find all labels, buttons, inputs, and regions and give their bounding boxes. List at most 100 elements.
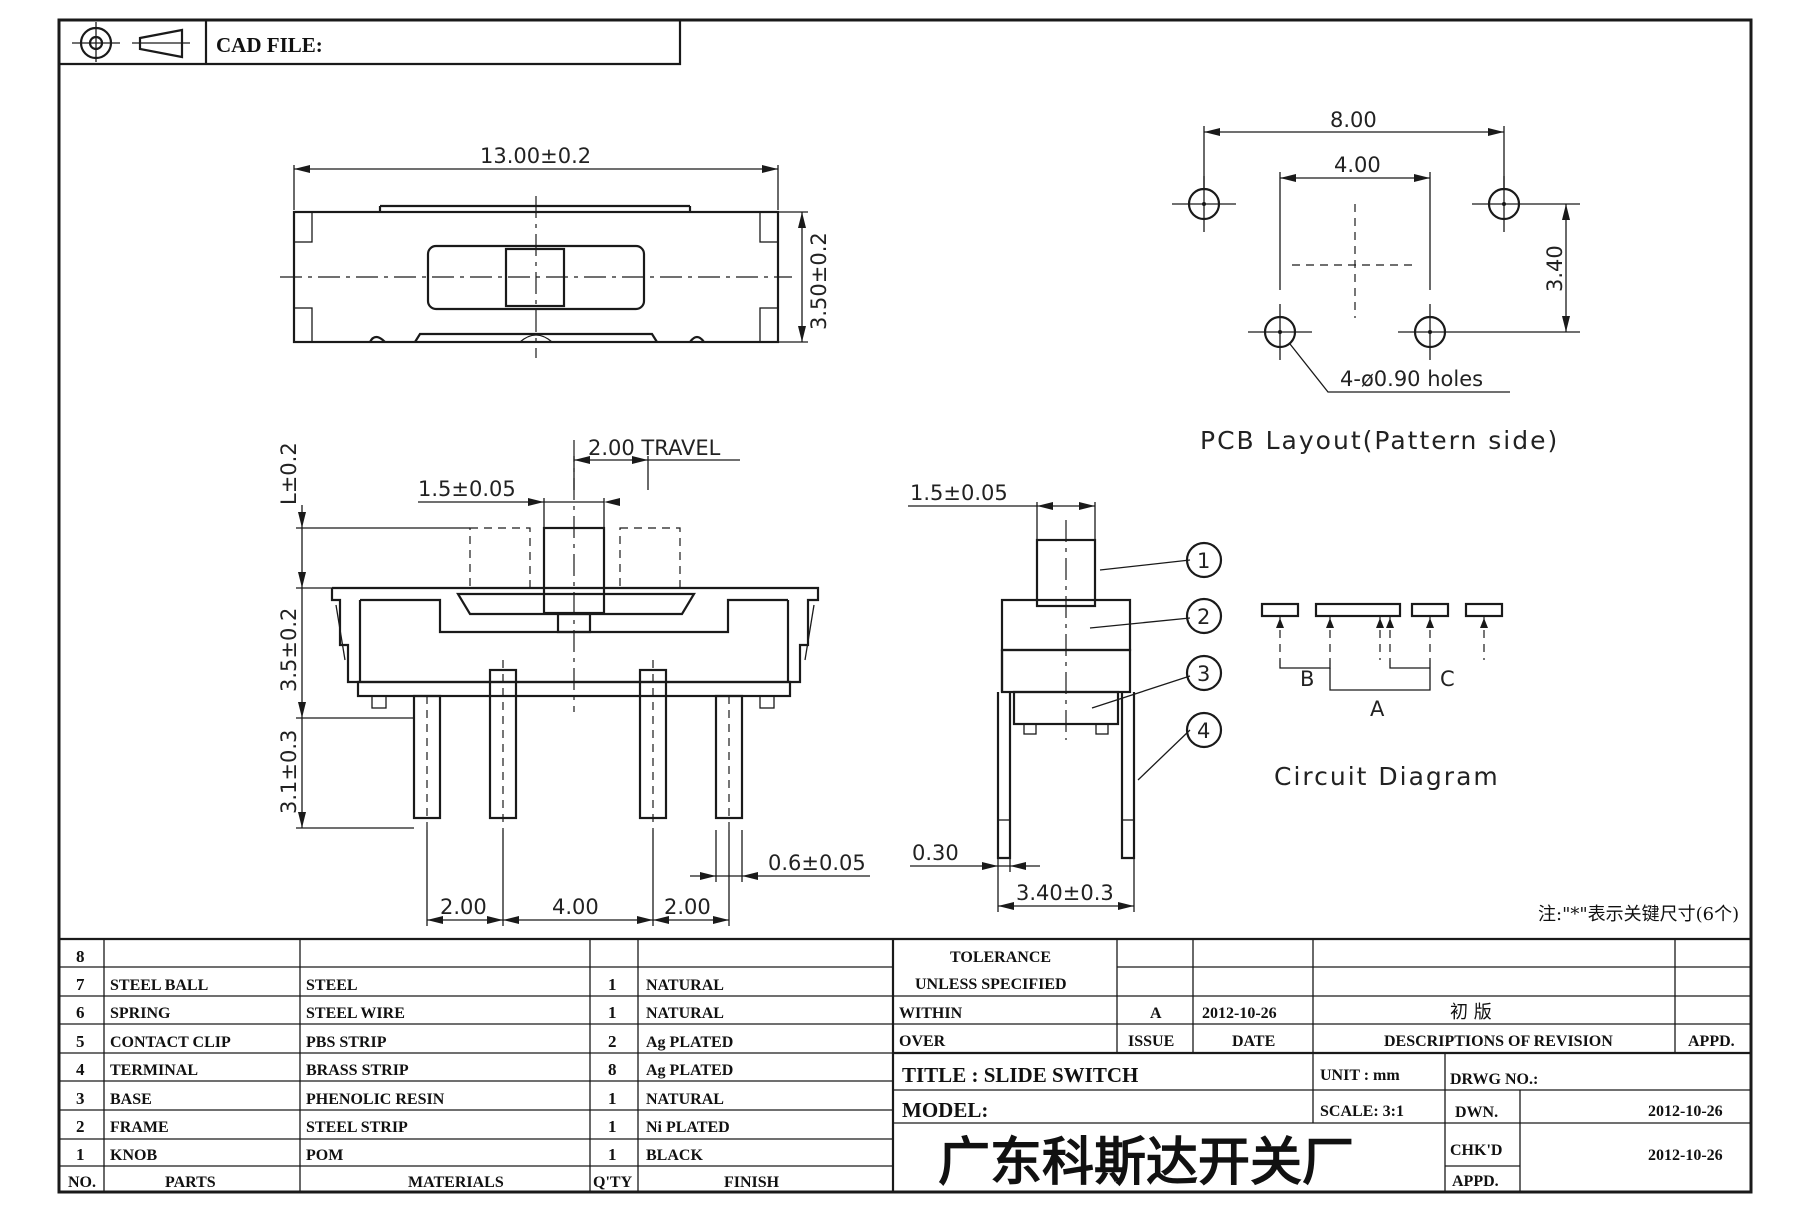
table-header: NO. PARTS MATERIALS Q'TY FINISH <box>68 1174 780 1191</box>
drawn-date: 2012-10-26 <box>1648 1103 1723 1120</box>
bom-table: 8 7 STEEL BALL STEEL 1 NATURAL 6 SPRING … <box>68 947 780 1191</box>
svg-text:NATURAL: NATURAL <box>646 977 724 994</box>
pcb-holes-note: 4-ø0.90 holes <box>1340 367 1483 391</box>
svg-text:POM: POM <box>306 1147 343 1164</box>
table-row: 4 TERMINAL BRASS STRIP 8 Ag PLATED <box>76 1060 733 1079</box>
svg-text:MATERIALS: MATERIALS <box>408 1174 504 1191</box>
title-block-grid <box>59 937 1751 1192</box>
front-knob-width: 1.5±0.05 <box>418 477 516 501</box>
callout-3: 3 <box>1185 654 1223 692</box>
svg-text:8: 8 <box>608 1060 617 1079</box>
svg-text:Ag PLATED: Ag PLATED <box>646 1034 733 1051</box>
svg-text:4: 4 <box>76 1060 85 1079</box>
table-row: 5 CONTACT CLIP PBS STRIP 2 Ag PLATED <box>76 1032 733 1051</box>
checked-date: 2012-10-26 <box>1648 1147 1723 1164</box>
front-view: 2.00 TRAVEL 1.5±0.05 <box>277 436 870 926</box>
top-width-dim: 13.00±0.2 <box>480 144 591 168</box>
pitch-left-dim: 2.00 <box>440 895 487 919</box>
revision-issue: A <box>1150 1005 1162 1022</box>
svg-text:Q'TY: Q'TY <box>593 1174 633 1191</box>
svg-text:PBS STRIP: PBS STRIP <box>306 1034 387 1051</box>
svg-text:2: 2 <box>608 1032 617 1051</box>
pcb-layout: 8.00 4.00 3.40 4-ø0.90 holes <box>1172 108 1580 455</box>
svg-text:1: 1 <box>608 975 617 994</box>
pin <box>714 694 744 830</box>
svg-text:STEEL STRIP: STEEL STRIP <box>306 1119 408 1136</box>
pin <box>488 660 518 830</box>
table-row: 7 STEEL BALL STEEL 1 NATURAL <box>76 975 724 994</box>
drawing-number-label: DRWG NO.: <box>1450 1071 1538 1088</box>
pitch-right-dim: 2.00 <box>664 895 711 919</box>
date-label: DATE <box>1232 1033 1275 1050</box>
svg-text:PHENOLIC RESIN: PHENOLIC RESIN <box>306 1091 445 1108</box>
header-box: CAD FILE: <box>59 20 682 66</box>
scale-label: SCALE: 3:1 <box>1320 1103 1404 1120</box>
svg-text:KNOB: KNOB <box>110 1147 157 1164</box>
svg-text:2: 2 <box>76 1117 85 1136</box>
svg-text:Ni PLATED: Ni PLATED <box>646 1119 730 1136</box>
svg-text:2: 2 <box>1197 605 1210 629</box>
approved-label: APPD. <box>1452 1173 1499 1190</box>
pcb-pitch-outer: 8.00 <box>1330 108 1377 132</box>
body-height-dim: 3.5±0.2 <box>277 608 301 692</box>
svg-text:SPRING: SPRING <box>110 1005 171 1022</box>
svg-text:CONTACT CLIP: CONTACT CLIP <box>110 1034 231 1051</box>
pitch-mid-dim: 4.00 <box>552 895 599 919</box>
svg-text:Ag PLATED: Ag PLATED <box>646 1062 733 1079</box>
table-row: 6 SPRING STEEL WIRE 1 NATURAL <box>76 1003 724 1022</box>
pcb-layout-title: PCB Layout(Pattern side) <box>1200 426 1559 455</box>
unit-label: UNIT : mm <box>1320 1067 1400 1084</box>
drawing-title: TITLE : SLIDE SWITCH <box>902 1063 1138 1087</box>
svg-text:6: 6 <box>76 1003 85 1022</box>
svg-text:FRAME: FRAME <box>110 1119 169 1136</box>
svg-text:STEEL BALL: STEEL BALL <box>110 977 208 994</box>
unless-specified-label: UNLESS SPECIFIED <box>915 976 1067 993</box>
svg-text:5: 5 <box>76 1032 85 1051</box>
top-height-dim: 3.50±0.2 <box>807 232 831 330</box>
svg-text:BLACK: BLACK <box>646 1147 703 1164</box>
pin-spread-dim: 3.40±0.3 <box>1016 881 1114 905</box>
projection-symbol-icon <box>72 22 190 62</box>
within-label: WITHIN <box>899 1005 963 1022</box>
callout-4: 4 <box>1185 711 1223 749</box>
svg-text:1: 1 <box>608 1117 617 1136</box>
svg-text:NATURAL: NATURAL <box>646 1005 724 1022</box>
pin <box>638 660 668 830</box>
model-label: MODEL: <box>902 1098 988 1122</box>
side-view: 1.5±0.05 1 2 3 4 <box>908 481 1223 912</box>
callout-2: 2 <box>1185 597 1223 635</box>
over-label: OVER <box>899 1033 946 1050</box>
svg-text:1: 1 <box>608 1145 617 1164</box>
circuit-label-a: A <box>1370 697 1385 721</box>
svg-text:BRASS STRIP: BRASS STRIP <box>306 1062 409 1079</box>
travel-dim: 2.00 TRAVEL <box>588 436 721 460</box>
pin-width-dim: 0.6±0.05 <box>768 851 866 875</box>
pcb-hole <box>1472 176 1580 232</box>
svg-text:3: 3 <box>1197 662 1210 686</box>
circuit-diagram-title: Circuit Diagram <box>1274 762 1500 791</box>
svg-text:8: 8 <box>76 947 85 966</box>
svg-text:STEEL WIRE: STEEL WIRE <box>306 1005 405 1022</box>
pcb-pitch-inner: 4.00 <box>1334 153 1381 177</box>
pin-thickness-dim: 0.30 <box>912 841 959 865</box>
issue-label: ISSUE <box>1128 1033 1174 1050</box>
pcb-hole <box>1248 304 1312 360</box>
appd-label: APPD. <box>1688 1033 1735 1050</box>
descriptions-label: DESCRIPTIONS OF REVISION <box>1384 1033 1613 1050</box>
title-block: TOLERANCE UNLESS SPECIFIED WITHIN OVER A… <box>899 949 1735 1193</box>
key-dimension-note: 注:"*"表示关键尺寸(6个) <box>1538 904 1739 925</box>
table-row: 3 BASE PHENOLIC RESIN 1 NATURAL <box>76 1089 724 1108</box>
sheet-border <box>57 18 1753 1194</box>
svg-text:FINISH: FINISH <box>724 1174 780 1191</box>
circuit-label-c: C <box>1440 667 1455 691</box>
svg-text:1: 1 <box>1197 549 1210 573</box>
circuit-diagram: B A C Circuit Diagram <box>1260 602 1504 791</box>
svg-text:BASE: BASE <box>110 1091 152 1108</box>
table-row: 1 KNOB POM 1 BLACK <box>76 1145 703 1164</box>
side-knob-width: 1.5±0.05 <box>910 481 1008 505</box>
svg-text:1: 1 <box>608 1089 617 1108</box>
company-name: 广东科斯达开关厂 <box>938 1133 1354 1193</box>
revision-description: 初 版 <box>1450 1002 1492 1023</box>
svg-text:TERMINAL: TERMINAL <box>110 1062 198 1079</box>
